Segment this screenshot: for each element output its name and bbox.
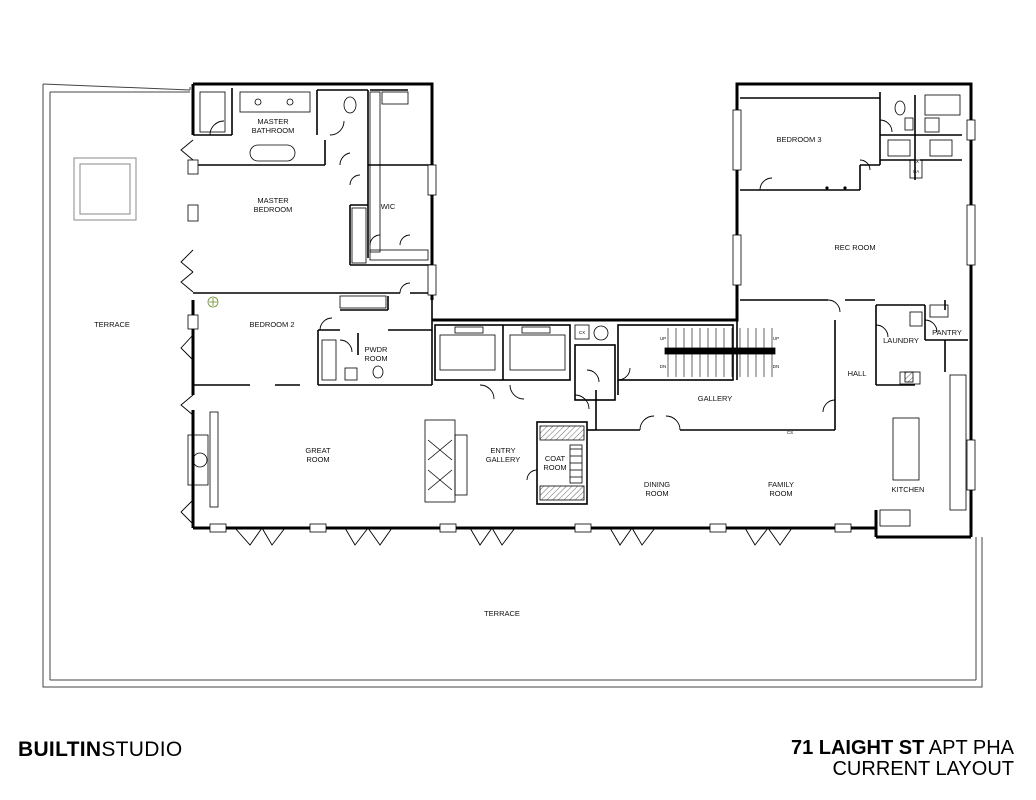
exterior-walls <box>191 82 973 539</box>
label-bedroom-3: BEDROOM 3 <box>776 135 821 144</box>
skylight <box>73 157 137 221</box>
label-up-left: UP <box>660 336 666 341</box>
label-dn-right: DN <box>773 364 780 369</box>
project-address: 71 LAIGHT ST <box>790 737 925 759</box>
label-wic: WIC <box>381 202 396 211</box>
project-subtitle: CURRENT LAYOUT <box>832 758 1014 780</box>
label-pantry: PANTRY <box>932 328 962 337</box>
label-tx: TX <box>913 159 919 164</box>
label-up-right: UP <box>773 336 779 341</box>
label-rec-room: REC ROOM <box>834 243 875 252</box>
door-swings <box>180 119 938 546</box>
stair-treads <box>667 328 773 377</box>
interior-walls <box>193 88 968 505</box>
label-bedroom-2: BEDROOM 2 <box>249 320 294 329</box>
label-laundry: LAUNDRY <box>883 336 919 345</box>
brand-part-2: STUDIO <box>101 738 183 761</box>
project-title: 71 LAIGHT ST APT PHA CURRENT LAYOUT <box>791 738 1014 780</box>
brand-logo: BUILTINSTUDIO <box>18 738 183 762</box>
label-kitchen: KITCHEN <box>892 485 925 494</box>
project-address-line: 71 LAIGHT ST APT PHA <box>791 738 1014 759</box>
label-cs: CS <box>787 430 793 435</box>
label-oa: OA <box>913 169 920 174</box>
label-hall: HALL <box>848 369 867 378</box>
label-terrace-south: TERRACE <box>484 609 520 618</box>
label-terrace-west: TERRACE <box>94 320 130 329</box>
windows <box>187 109 976 533</box>
brand-part-1: BUILTIN <box>18 738 102 761</box>
project-unit: APT PHA <box>928 737 1014 759</box>
label-dn-left: DN <box>660 364 667 369</box>
terrace-boundary <box>42 83 983 688</box>
label-gallery: GALLERY <box>698 394 732 403</box>
fixtures <box>187 91 967 527</box>
label-cx: CX <box>579 330 585 335</box>
